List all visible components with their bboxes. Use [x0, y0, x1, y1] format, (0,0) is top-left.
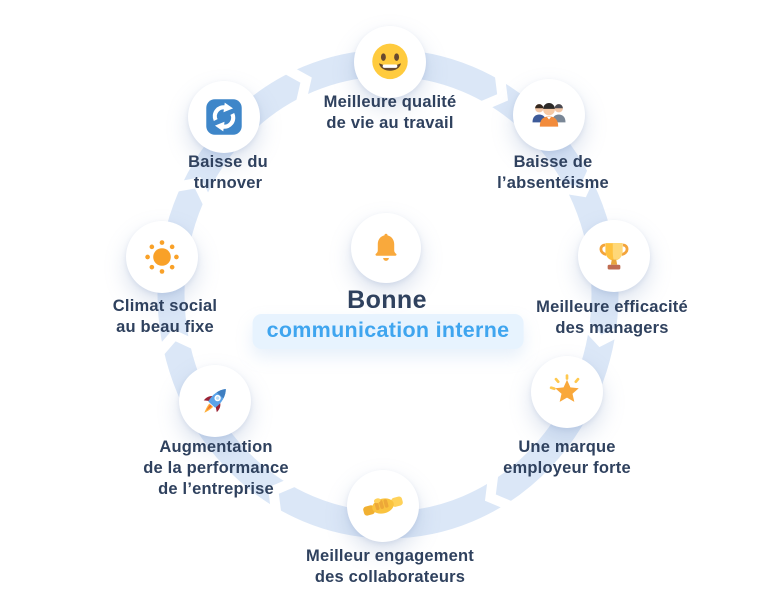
benefit-label: Climat social au beau fixe [112, 297, 218, 336]
chevron-arrow [559, 168, 598, 198]
chevron-arrow [283, 64, 312, 104]
benefit-label: Meilleur engagement des collaborateurs [306, 547, 474, 586]
star-icon [531, 356, 603, 428]
bell-icon [351, 213, 421, 283]
benefit-label: Baisse de l’absentéisme [497, 153, 609, 192]
center-highlight: communication interne [252, 314, 524, 349]
chevron-arrow [174, 177, 213, 206]
sun-icon [126, 221, 198, 293]
benefit-label: Augmentation de la performance de l’entr… [143, 438, 289, 498]
benefit-label: Meilleure qualité de vie au travail [323, 93, 457, 132]
handshake-icon [347, 470, 419, 542]
rocket-icon [179, 365, 251, 437]
chevron-arrow [267, 476, 297, 515]
benefit-label: Baisse du turnover [188, 153, 268, 192]
benefit-label: Une marque employeur forte [503, 438, 631, 477]
smiley-icon [354, 26, 426, 98]
chevron-arrow [155, 329, 198, 356]
people-group-icon [513, 79, 585, 151]
chevron-arrow [581, 320, 624, 348]
refresh-icon [188, 81, 260, 153]
center-title: Bonne [347, 286, 427, 314]
chevron-arrow [479, 73, 509, 112]
trophy-icon [578, 220, 650, 292]
chevron-arrow [484, 473, 514, 512]
benefit-label: Meilleure efficacité des managers [536, 298, 688, 337]
